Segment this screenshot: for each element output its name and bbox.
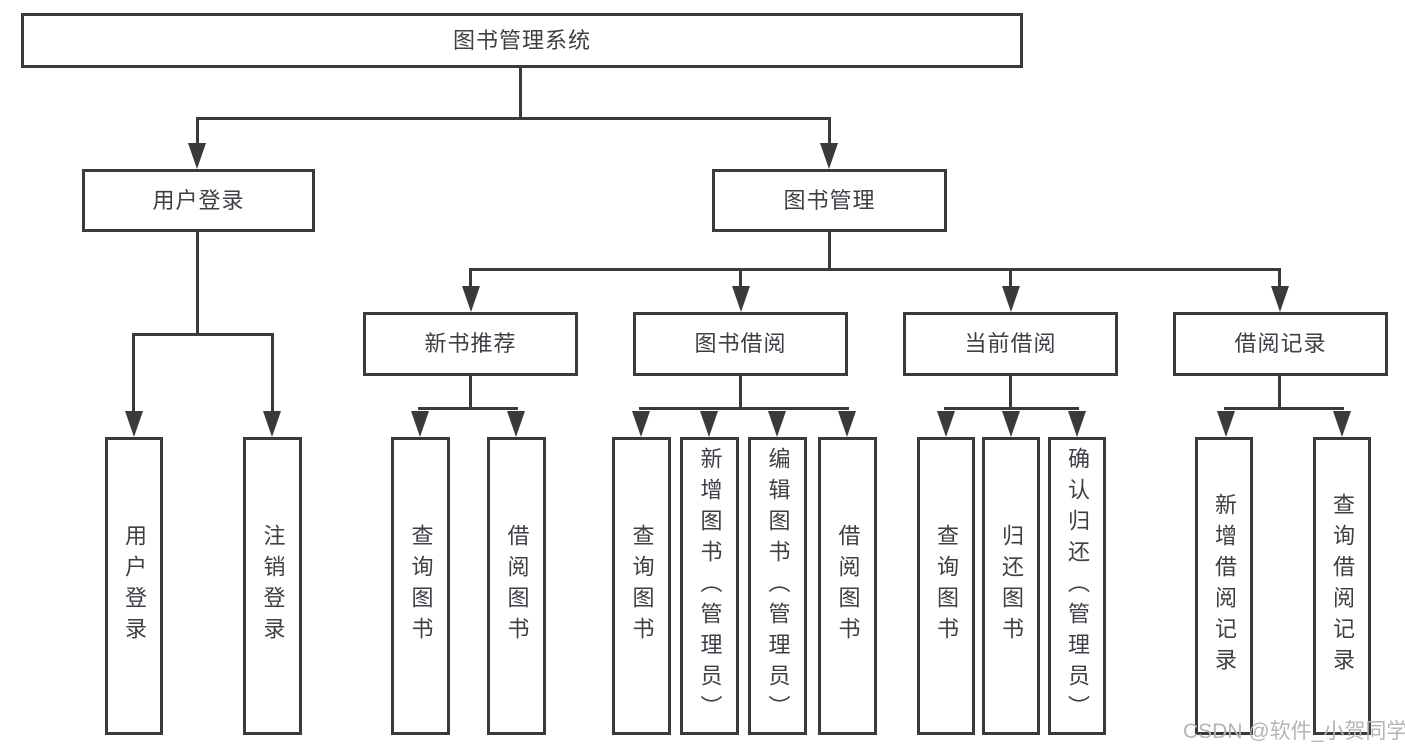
node-root: 图书管理系统 (21, 13, 1023, 68)
connector-line (1278, 376, 1281, 410)
connector-line (828, 232, 831, 270)
connector-line (196, 117, 199, 149)
leaf-logout: 注销登录 (243, 437, 302, 735)
arrowhead-down-icon (1333, 411, 1351, 437)
connector-line (1278, 268, 1281, 290)
connector-line (196, 117, 831, 120)
leaf-query-book-current: 查询图书 (917, 437, 975, 735)
leaf-confirm-return-admin: 确认归还（管理员） (1048, 437, 1106, 735)
arrowhead-down-icon (820, 143, 838, 169)
connector-line (469, 376, 472, 410)
connector-line (418, 407, 518, 410)
arrowhead-down-icon (632, 411, 650, 437)
node-new-book-recommend: 新书推荐 (363, 312, 578, 376)
connector-line (944, 407, 1079, 410)
node-book-management: 图书管理 (712, 169, 947, 232)
arrowhead-down-icon (462, 286, 480, 312)
arrowhead-down-icon (188, 143, 206, 169)
arrowhead-down-icon (838, 411, 856, 437)
node-borrow-record: 借阅记录 (1173, 312, 1388, 376)
connector-line (469, 268, 1281, 271)
arrowhead-down-icon (411, 411, 429, 437)
arrowhead-down-icon (1002, 286, 1020, 312)
csdn-watermark: CSDN @软件_小贺同学 (1183, 720, 1405, 743)
arrowhead-down-icon (1068, 411, 1086, 437)
leaf-user-login: 用户登录 (105, 437, 163, 735)
leaf-add-borrow-record: 新增借阅记录 (1195, 437, 1253, 735)
arrowhead-down-icon (937, 411, 955, 437)
connector-line (739, 376, 742, 410)
connector-line (132, 333, 274, 336)
arrowhead-down-icon (768, 411, 786, 437)
leaf-query-book-borrow: 查询图书 (612, 437, 671, 735)
connector-line (469, 268, 472, 290)
connector-line (196, 232, 199, 336)
arrowhead-down-icon (700, 411, 718, 437)
connector-line (132, 333, 135, 415)
leaf-query-book-recommend: 查询图书 (391, 437, 450, 735)
leaf-return-book: 归还图书 (982, 437, 1040, 735)
connector-line (1009, 376, 1012, 410)
leaf-edit-book-admin: 编辑图书（管理员） (748, 437, 807, 735)
leaf-borrow-book-recommend: 借阅图书 (487, 437, 546, 735)
arrowhead-down-icon (263, 411, 281, 437)
leaf-borrow-book: 借阅图书 (818, 437, 877, 735)
connector-line (639, 407, 849, 410)
connector-line (519, 68, 522, 120)
arrowhead-down-icon (732, 286, 750, 312)
leaf-query-borrow-record: 查询借阅记录 (1313, 437, 1371, 735)
connector-line (271, 333, 274, 415)
arrowhead-down-icon (507, 411, 525, 437)
arrowhead-down-icon (125, 411, 143, 437)
connector-line (1224, 407, 1344, 410)
arrowhead-down-icon (1271, 286, 1289, 312)
leaf-add-book-admin: 新增图书（管理员） (680, 437, 739, 735)
connector-line (828, 117, 831, 149)
node-book-borrow: 图书借阅 (633, 312, 848, 376)
connector-line (1009, 268, 1012, 290)
arrowhead-down-icon (1217, 411, 1235, 437)
node-current-borrow: 当前借阅 (903, 312, 1118, 376)
connector-line (739, 268, 742, 290)
arrowhead-down-icon (1002, 411, 1020, 437)
node-user-login: 用户登录 (82, 169, 315, 232)
